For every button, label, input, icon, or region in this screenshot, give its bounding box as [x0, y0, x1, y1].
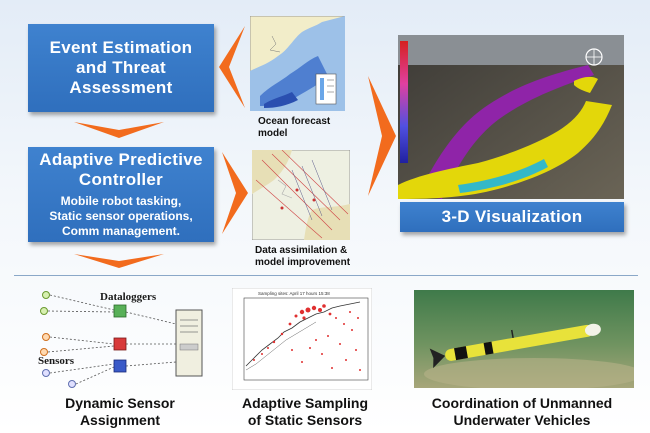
sampling-scatter-plot: Sampling sites: April 17 hours 15:38 — [232, 288, 372, 390]
controller-line-2: Static sensor operations, — [49, 209, 193, 223]
underwater-vehicle-photo — [414, 290, 634, 388]
coordination-label: Coordination of Unmanned Underwater Vehi… — [402, 395, 642, 429]
assimilation-caption-line-1: Data assimilation & — [255, 245, 348, 256]
sensor-assignment-diagram: Dataloggers Sensors — [38, 291, 203, 388]
coordination-line-1: Coordination of Unmanned — [431, 395, 613, 411]
controller-title: Adaptive Predictive Controller — [39, 150, 203, 189]
ocean-caption: Ocean forecast model — [258, 116, 348, 140]
down-arrow-2 — [74, 254, 164, 268]
adaptive-sampling-label: Adaptive Sampling of Static Sensors — [210, 395, 400, 429]
ocean-caption-line-2: model — [258, 128, 288, 139]
controller-line-3: Comm management. — [61, 224, 181, 238]
section-divider — [14, 275, 638, 276]
ocean-caption-line-1: Ocean forecast — [258, 116, 331, 127]
coordination-line-2: Underwater Vehicles — [453, 412, 591, 428]
assimilation-caption-line-2: model improvement — [255, 257, 351, 268]
right-arrow-large — [368, 76, 396, 196]
visualization-label: 3-D Visualization — [441, 207, 583, 226]
left-arrow — [219, 26, 245, 108]
down-arrow-1 — [74, 122, 164, 138]
right-arrow-small — [222, 152, 248, 234]
controller-line-1: Mobile robot tasking, — [60, 194, 182, 208]
visualization-image — [398, 35, 624, 199]
adaptive-sampling-line-1: Adaptive Sampling — [241, 395, 369, 411]
visualization-label-box: 3-D Visualization — [400, 202, 624, 232]
ocean-forecast-map — [250, 16, 345, 111]
scatter-title: Sampling sites: April 17 hours 15:38 — [258, 291, 330, 296]
controller-box: Adaptive Predictive Controller Mobile ro… — [28, 147, 214, 242]
event-estimation-box: Event Estimation and Threat Assessment — [28, 24, 214, 112]
adaptive-sampling-line-2: of Static Sensors — [247, 412, 363, 428]
dynamic-sensor-line-1: Dynamic Sensor — [65, 395, 175, 411]
dynamic-sensor-label: Dynamic Sensor Assignment — [20, 395, 220, 429]
sensors-label: Sensors — [38, 355, 75, 367]
data-assimilation-map — [252, 150, 350, 240]
event-estimation-label: Event Estimation and Threat Assessment — [49, 38, 193, 97]
dataloggers-label: Dataloggers — [100, 291, 157, 303]
assimilation-caption: Data assimilation & model improvement — [255, 245, 365, 269]
dynamic-sensor-line-2: Assignment — [79, 412, 161, 428]
